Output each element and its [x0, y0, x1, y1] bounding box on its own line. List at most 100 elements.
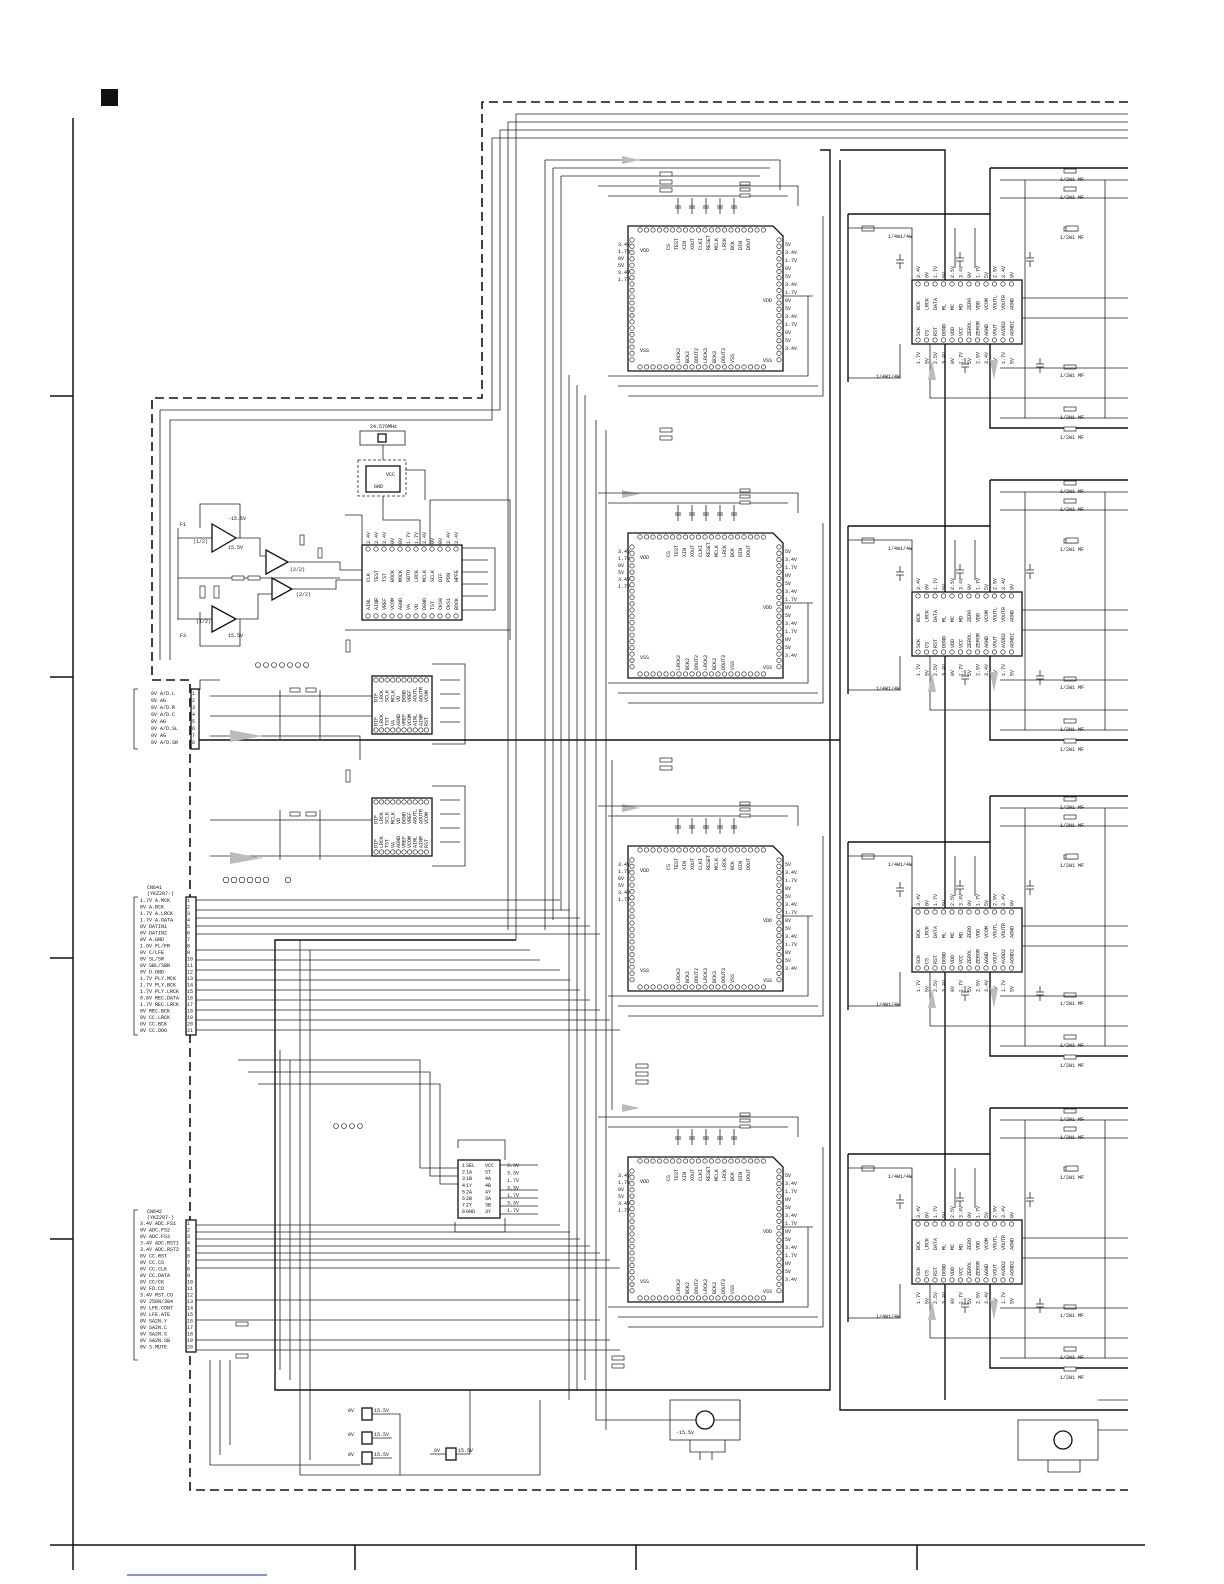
dsp-pin [629, 882, 635, 888]
dsp-pin [776, 638, 782, 644]
dsp-pin [629, 920, 635, 926]
dac-pin-voltage: 1.7V [933, 894, 939, 906]
dac-pin-voltage: 3.4V [984, 1292, 990, 1304]
logic-pin-number: 6 [462, 1196, 465, 1202]
dac-pin [966, 649, 972, 655]
dsp-pin [629, 344, 635, 350]
dsp-pin [708, 847, 714, 853]
adc-pin-name: HPFE [454, 570, 460, 582]
cn641-pin-label: 1.7V PLY.BCK [140, 983, 176, 989]
dac-pin-voltage: 2.5V [933, 352, 939, 364]
adc-pin-name: BOCK [454, 598, 460, 610]
dac-pin-voltage: 2.5V [993, 894, 999, 906]
codec-pin-name: VCOM [424, 812, 430, 824]
dsp-pin-name: LRCK2 [676, 655, 682, 670]
codec-pin-name: AOUTL [413, 687, 419, 702]
dsp-pin-name: CLKI [698, 545, 704, 557]
cn642-pin-label: 0V S.MUTE [140, 1345, 167, 1351]
dsp-pin [656, 984, 662, 990]
dsp-pin [629, 1187, 635, 1193]
codec-pin-name: VCOM [424, 690, 430, 702]
cn641-pin-label: 0V DATIN2 [140, 931, 167, 937]
dac-pin-name: VDD [950, 327, 956, 336]
dsp-pin [695, 671, 701, 677]
dac-pin [923, 337, 929, 343]
dsp-pin-name: VSS [640, 1279, 649, 1285]
dac-pin [949, 281, 955, 287]
dsp-pin [708, 534, 714, 540]
filter-resistor [1063, 1304, 1077, 1310]
logic-pin-number: 8 [462, 1209, 465, 1215]
logic-pin-name: VCC [485, 1163, 494, 1169]
dsp-pin [629, 951, 635, 957]
dsp-pin [629, 1174, 635, 1180]
dsp-pin-name: BCK3 [712, 971, 718, 983]
adc-pin-voltage: 0V [398, 538, 404, 544]
capacitor [1026, 880, 1034, 895]
dac-pin-name: BCK [916, 929, 922, 938]
dsp-pin-name: CS [666, 244, 672, 250]
dsp-pin-voltage: 5V [785, 613, 791, 619]
dac-pin [932, 965, 938, 971]
filter-resistor [1063, 480, 1077, 486]
dsp-pin [637, 984, 643, 990]
cn642-pin-label: 0V CC/CK [140, 1280, 164, 1286]
reg-2-in: 0V [348, 1432, 354, 1438]
dsp-pin-name: CLKI [698, 238, 704, 250]
dsp-pin [776, 287, 782, 293]
adc-pin-name: PDN [446, 573, 452, 582]
dac-pin [974, 649, 980, 655]
cn641-pin-number: 7 [187, 937, 190, 943]
dsp-pin [776, 250, 782, 256]
filter-resistor [1063, 718, 1077, 724]
dsp-pin [776, 970, 782, 976]
dsp-pin-name: DOUT3 [721, 348, 727, 363]
resistor [739, 494, 751, 499]
adc-pin-voltage: 0V [430, 538, 436, 544]
dac-pin [915, 281, 921, 287]
dac-pin-name: ML [942, 304, 948, 310]
adc-pin-voltage: 3.4V [454, 532, 460, 544]
dsp-pin [629, 250, 635, 256]
dac-pin [966, 593, 972, 599]
dsp-pin [715, 984, 721, 990]
dsp-pin-voltage: 0V [785, 637, 791, 643]
test-point [222, 876, 230, 884]
dac-pin-voltage: 5V [942, 900, 948, 906]
dsp-pin [708, 1295, 714, 1301]
cn642-pin-label: 0V ADC.FS2 [140, 1228, 170, 1234]
dsp-pin [741, 1295, 747, 1301]
capacitor [961, 670, 969, 685]
dsp-pin [741, 671, 747, 677]
dac-pin-voltage: 0V [950, 670, 956, 676]
dac-pin [1008, 1277, 1014, 1283]
dsp-pin [721, 364, 727, 370]
dsp-pin-voltage: 5V [785, 306, 791, 312]
adc-pin [397, 546, 403, 552]
filter-resistor-label: 1/2W1 MF [1060, 1175, 1084, 1181]
input-resistor-label: 1/4W1/4W [876, 1002, 900, 1008]
reg-3-out: 15.5V [374, 1452, 389, 1458]
dac-channel-outline [847, 795, 1128, 1057]
dsp-pin-name: VDD [763, 1229, 772, 1235]
dac-pin [957, 337, 963, 343]
dac-pin-voltage: 2.5V [933, 664, 939, 676]
cn641-pin-label: 0V SBL/SBR [140, 963, 170, 969]
dac-pin-name: AGND [984, 1264, 990, 1276]
adc-pin-voltage: 3.4V [366, 532, 372, 544]
codec-pin [401, 677, 407, 683]
dsp-pin-voltage: 1.7V [785, 1253, 797, 1259]
dsp-pin [747, 984, 753, 990]
dsp-pin-voltage: 1.7V [618, 897, 630, 903]
dac-pin-voltage: 3.4V [942, 1292, 948, 1304]
dsp-pin [629, 325, 635, 331]
dsp-pin [676, 671, 682, 677]
adc-pin-name: CKS1 [446, 598, 452, 610]
filter-resistor-label: 1/2W1 MF [1060, 1375, 1084, 1381]
dsp-pin [741, 364, 747, 370]
codec-pin [407, 727, 413, 733]
dac-pin [957, 1221, 963, 1227]
dac-pin-voltage: 1.7V [959, 980, 965, 992]
dsp-pin [629, 1231, 635, 1237]
